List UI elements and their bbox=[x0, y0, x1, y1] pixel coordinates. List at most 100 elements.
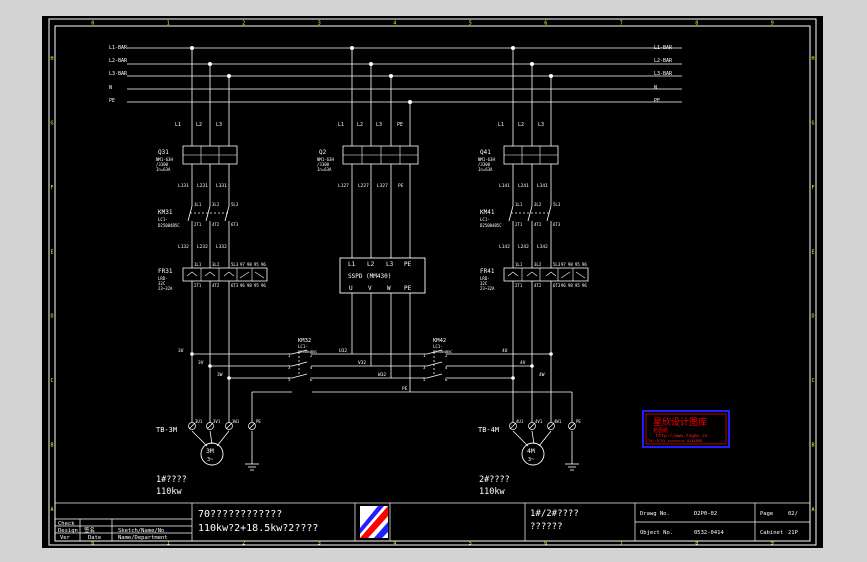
aux-label: 96 bbox=[261, 283, 266, 288]
terminal-label: 96 bbox=[582, 262, 587, 267]
tb-title-line1: 70???????????? bbox=[198, 509, 282, 520]
tb-title-line2: 110kw?2+18.5kw?2???? bbox=[198, 523, 318, 534]
grid-row-label: H bbox=[51, 56, 54, 62]
pin-label: 6 bbox=[310, 377, 313, 382]
wire-label: L141 bbox=[499, 183, 510, 189]
stamp-sub: 若图纸 bbox=[653, 427, 668, 434]
terminal-strip-3m: TB-3M 3U1 3V1 3W1 PE bbox=[156, 419, 261, 434]
motor-caption: 110kw bbox=[156, 487, 182, 497]
breaker-spec: In=63A bbox=[478, 167, 493, 172]
terminal-label: 3L2 bbox=[212, 262, 220, 267]
motor-caption: 1#???? bbox=[156, 475, 187, 485]
contactor-km42: KM42 LC1- D25004B5C 1 3 5 2 4 6 bbox=[423, 338, 452, 382]
relay-spec: 23~32A bbox=[480, 286, 495, 291]
tb-sign-line: Sketch/Name/No bbox=[118, 528, 164, 534]
grid-col-label: 8 bbox=[695, 541, 698, 547]
breaker-tag: Q2 bbox=[319, 149, 327, 156]
grid-col-label: 1 bbox=[167, 21, 170, 27]
grid-col-label: 4 bbox=[393, 541, 396, 547]
wire-label: L131 bbox=[178, 183, 189, 189]
contactor-tag: KM41 bbox=[480, 209, 495, 216]
bus-lines bbox=[127, 47, 682, 103]
grid-row-label: D bbox=[51, 314, 54, 320]
phase-label: L2 bbox=[196, 122, 202, 128]
terminal-label: 2T1 bbox=[515, 283, 523, 288]
breaker-tag: Q41 bbox=[480, 149, 491, 156]
pin-label: 3 bbox=[288, 365, 291, 370]
tb-cabinet-value: 21P bbox=[788, 530, 799, 536]
terminal-label: 6T3 bbox=[231, 222, 239, 227]
motor-pin-label: PE bbox=[256, 419, 261, 424]
bus-label-left: L3-BAR bbox=[109, 71, 128, 77]
phase-label: L2 bbox=[518, 122, 524, 128]
terminal-label: 3L2 bbox=[534, 262, 542, 267]
contactor-km32: KM32 LC1- D25004B5C 1 3 5 2 4 6 bbox=[288, 338, 317, 382]
breaker-spec: NM1-63H bbox=[317, 157, 334, 162]
relay-spec: LRD- bbox=[158, 276, 168, 281]
terminal-label: 5L3 bbox=[553, 262, 561, 267]
contactor-spec: D25004B5C bbox=[298, 350, 317, 354]
relay-tag: FR31 bbox=[158, 268, 173, 275]
tb-drawing-name1: 1#/2#???? bbox=[530, 509, 579, 519]
softstarter-title: SSPD (MM430) bbox=[348, 273, 391, 280]
terminal-label: 1L1 bbox=[515, 202, 523, 207]
tb-cabinet-label: Cabinet bbox=[760, 530, 783, 536]
phase-label: L2 bbox=[357, 122, 363, 128]
terminal-label: 5L3 bbox=[553, 202, 561, 207]
bus-label-right: L1-BAR bbox=[654, 45, 673, 51]
title-block: Check Design 签名 Ver Date Sketch/Name/No … bbox=[54, 502, 811, 542]
phase-label: L3 bbox=[376, 122, 382, 128]
wire-label: L132 bbox=[178, 244, 189, 250]
contactor-spec: LC1- bbox=[298, 344, 308, 349]
breaker-spec: In=63A bbox=[156, 167, 171, 172]
tb-drawing-name2: ?????? bbox=[530, 522, 563, 532]
motor-sub: 3~ bbox=[207, 457, 213, 463]
terminal-label: 98 bbox=[247, 262, 252, 267]
terminal-label: 95 bbox=[254, 262, 259, 267]
softstarter-in-label: L3 bbox=[386, 261, 394, 268]
middle-branch: L1 L2 L3 PE Q2 NM1-63H /3300 In=63A L127… bbox=[317, 122, 426, 294]
contactor-spec: D25004B5C bbox=[480, 223, 502, 228]
ground-symbols bbox=[245, 463, 579, 471]
motor-pin-label: 4V1 bbox=[535, 419, 543, 424]
overload-relay-fr41 bbox=[503, 267, 589, 282]
motor-pin-label: 4U1 bbox=[516, 419, 524, 424]
pin-label: 5 bbox=[423, 377, 426, 382]
terminal-label: 2T1 bbox=[194, 222, 202, 227]
grid-col-label: 2 bbox=[242, 541, 245, 547]
soft-starter bbox=[339, 257, 426, 294]
motor-sub: 3~ bbox=[528, 457, 534, 463]
phase-label: L1 bbox=[498, 122, 504, 128]
bus-label-right: PE bbox=[654, 98, 660, 104]
terminal-label: 2T1 bbox=[194, 283, 202, 288]
pin-label: 4 bbox=[310, 365, 313, 370]
tb-ver-label: Ver bbox=[60, 535, 71, 541]
grid-row-label: H bbox=[812, 56, 815, 62]
grid-row-label: A bbox=[51, 507, 54, 513]
feeder-wires bbox=[191, 48, 573, 464]
terminal-label: 6T3 bbox=[231, 283, 239, 288]
grid-row-label: F bbox=[51, 185, 54, 191]
grid-col-label: 9 bbox=[771, 21, 774, 27]
contactor-tag: KM42 bbox=[433, 338, 446, 344]
softstarter-out-label: U bbox=[349, 285, 353, 292]
terminal-label: 3L2 bbox=[212, 202, 220, 207]
overload-relay-fr31 bbox=[182, 267, 268, 282]
wire-label: L342 bbox=[537, 244, 548, 250]
tb-sign-line: Name/Department bbox=[118, 535, 168, 541]
phase-label: L1 bbox=[175, 122, 181, 128]
wire-label: V32 bbox=[358, 360, 366, 366]
tb-design-label: Design bbox=[58, 528, 78, 534]
terminal-strip-tag: TB-3M bbox=[156, 426, 177, 434]
bus-label-left: L2-BAR bbox=[109, 58, 128, 64]
grid-col-label: 2 bbox=[242, 21, 245, 27]
pin-label: 4 bbox=[445, 365, 448, 370]
outer-frame bbox=[48, 18, 817, 546]
grid-row-label: F bbox=[812, 185, 815, 191]
motor-4m: 4M 3~ bbox=[521, 442, 545, 466]
relay-spec: 32C bbox=[158, 281, 166, 286]
softstarter-in-label: PE bbox=[404, 261, 412, 268]
stamp-contact: Tel:0755-xxxxxxxx 0118888 bbox=[648, 439, 702, 443]
motor-3m: 3M 3~ bbox=[200, 442, 224, 466]
